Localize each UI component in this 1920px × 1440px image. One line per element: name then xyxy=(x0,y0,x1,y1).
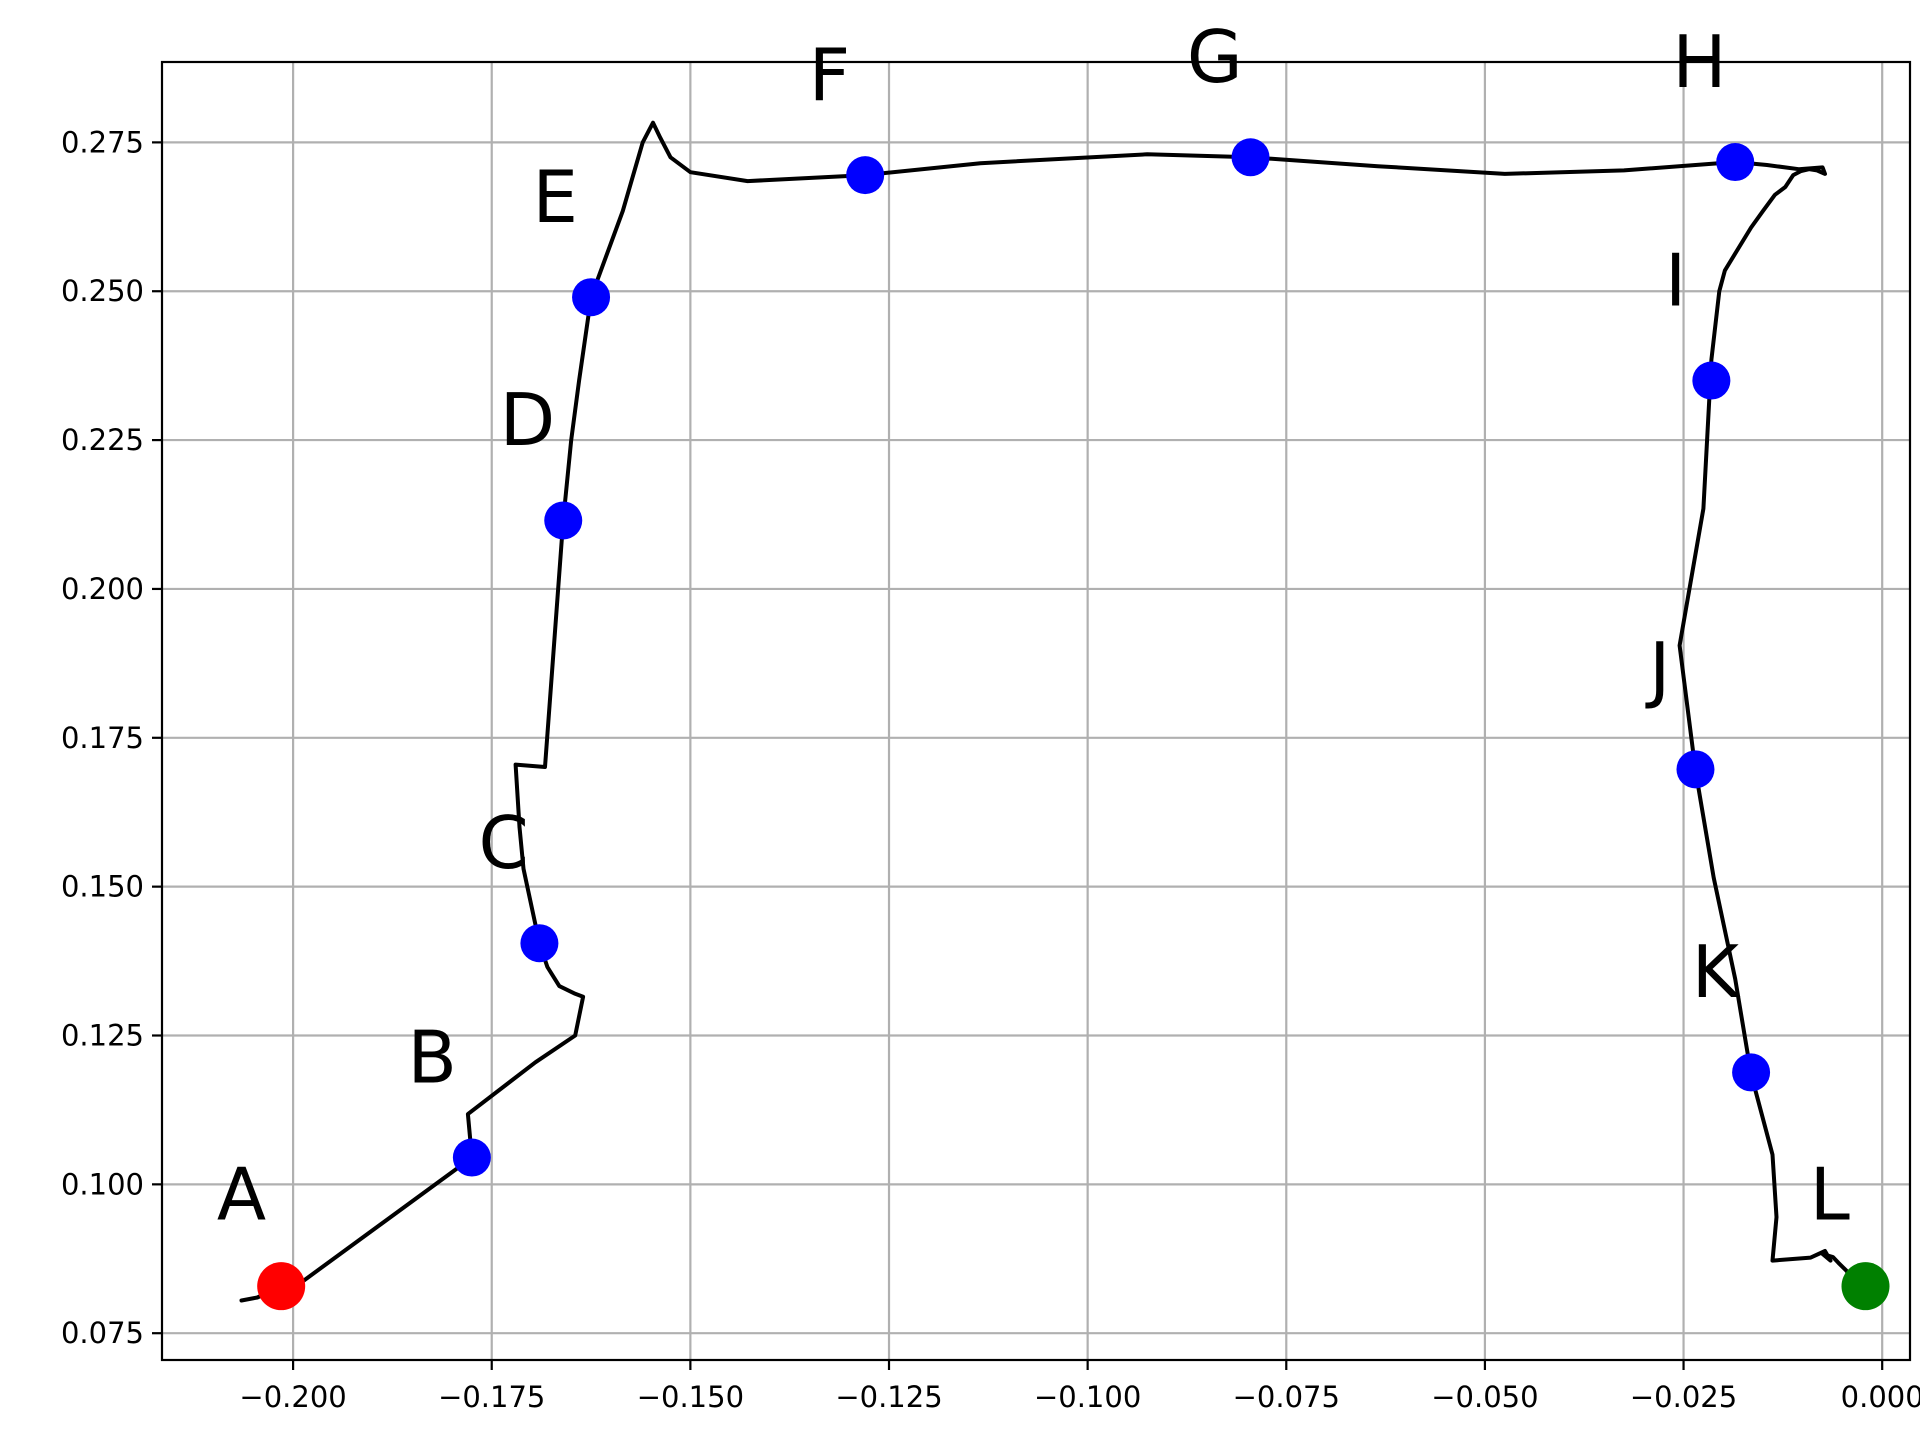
waypoint-label-g: G xyxy=(1187,15,1243,99)
y-tick-label: 0.075 xyxy=(61,1316,144,1350)
waypoint-a xyxy=(257,1262,306,1311)
trajectory-line xyxy=(239,120,1868,1303)
waypoint-e xyxy=(572,278,611,317)
waypoints xyxy=(257,138,1890,1311)
waypoint-label-l: L xyxy=(1810,1152,1850,1236)
y-tick-label: 0.225 xyxy=(61,423,144,457)
x-tick-label: −0.100 xyxy=(1034,1380,1141,1414)
waypoint-k xyxy=(1732,1053,1771,1092)
waypoint-label-j: J xyxy=(1645,627,1670,711)
x-tick-label: −0.075 xyxy=(1233,1380,1340,1414)
waypoint-label-i: I xyxy=(1665,238,1686,322)
x-tick-label: −0.050 xyxy=(1431,1380,1538,1414)
waypoint-label-b: B xyxy=(407,1015,456,1099)
y-tick-label: 0.250 xyxy=(61,274,144,308)
waypoint-j xyxy=(1676,750,1715,789)
waypoint-label-d: D xyxy=(500,378,555,462)
x-tick-label: −0.175 xyxy=(438,1380,545,1414)
y-tick-label: 0.275 xyxy=(61,125,144,159)
y-tick-label: 0.175 xyxy=(61,721,144,755)
waypoint-label-f: F xyxy=(809,33,850,117)
waypoint-b xyxy=(452,1138,491,1177)
waypoint-d xyxy=(544,501,583,540)
trajectory xyxy=(239,120,1868,1303)
ticks: −0.200 −0.175 −0.150 −0.125 −0.100 −0.075 −0.0… xyxy=(61,125,1920,1414)
x-tick-label: 0.000 xyxy=(1841,1380,1920,1414)
waypoint-c xyxy=(520,924,559,963)
x-tick-label: −0.125 xyxy=(835,1380,942,1414)
waypoint-label-c: C xyxy=(479,801,529,885)
waypoint-g xyxy=(1231,138,1270,177)
waypoint-l xyxy=(1841,1262,1890,1311)
waypoint-label-e: E xyxy=(533,155,579,239)
waypoint-label-a: A xyxy=(217,1152,266,1236)
y-tick-label: 0.150 xyxy=(61,870,144,904)
waypoint-label-k: K xyxy=(1692,930,1741,1014)
waypoint-h xyxy=(1716,143,1755,182)
waypoint-i xyxy=(1692,361,1731,400)
y-tick-label: 0.100 xyxy=(61,1167,144,1201)
waypoint-f xyxy=(846,156,885,195)
plot-frame xyxy=(160,60,1912,1362)
x-tick-label: −0.025 xyxy=(1630,1380,1737,1414)
y-tick-label: 0.200 xyxy=(61,572,144,606)
x-tick-label: −0.150 xyxy=(637,1380,744,1414)
y-tick-label: 0.125 xyxy=(61,1019,144,1053)
x-tick-label: −0.200 xyxy=(239,1380,346,1414)
grid xyxy=(162,62,1910,1360)
